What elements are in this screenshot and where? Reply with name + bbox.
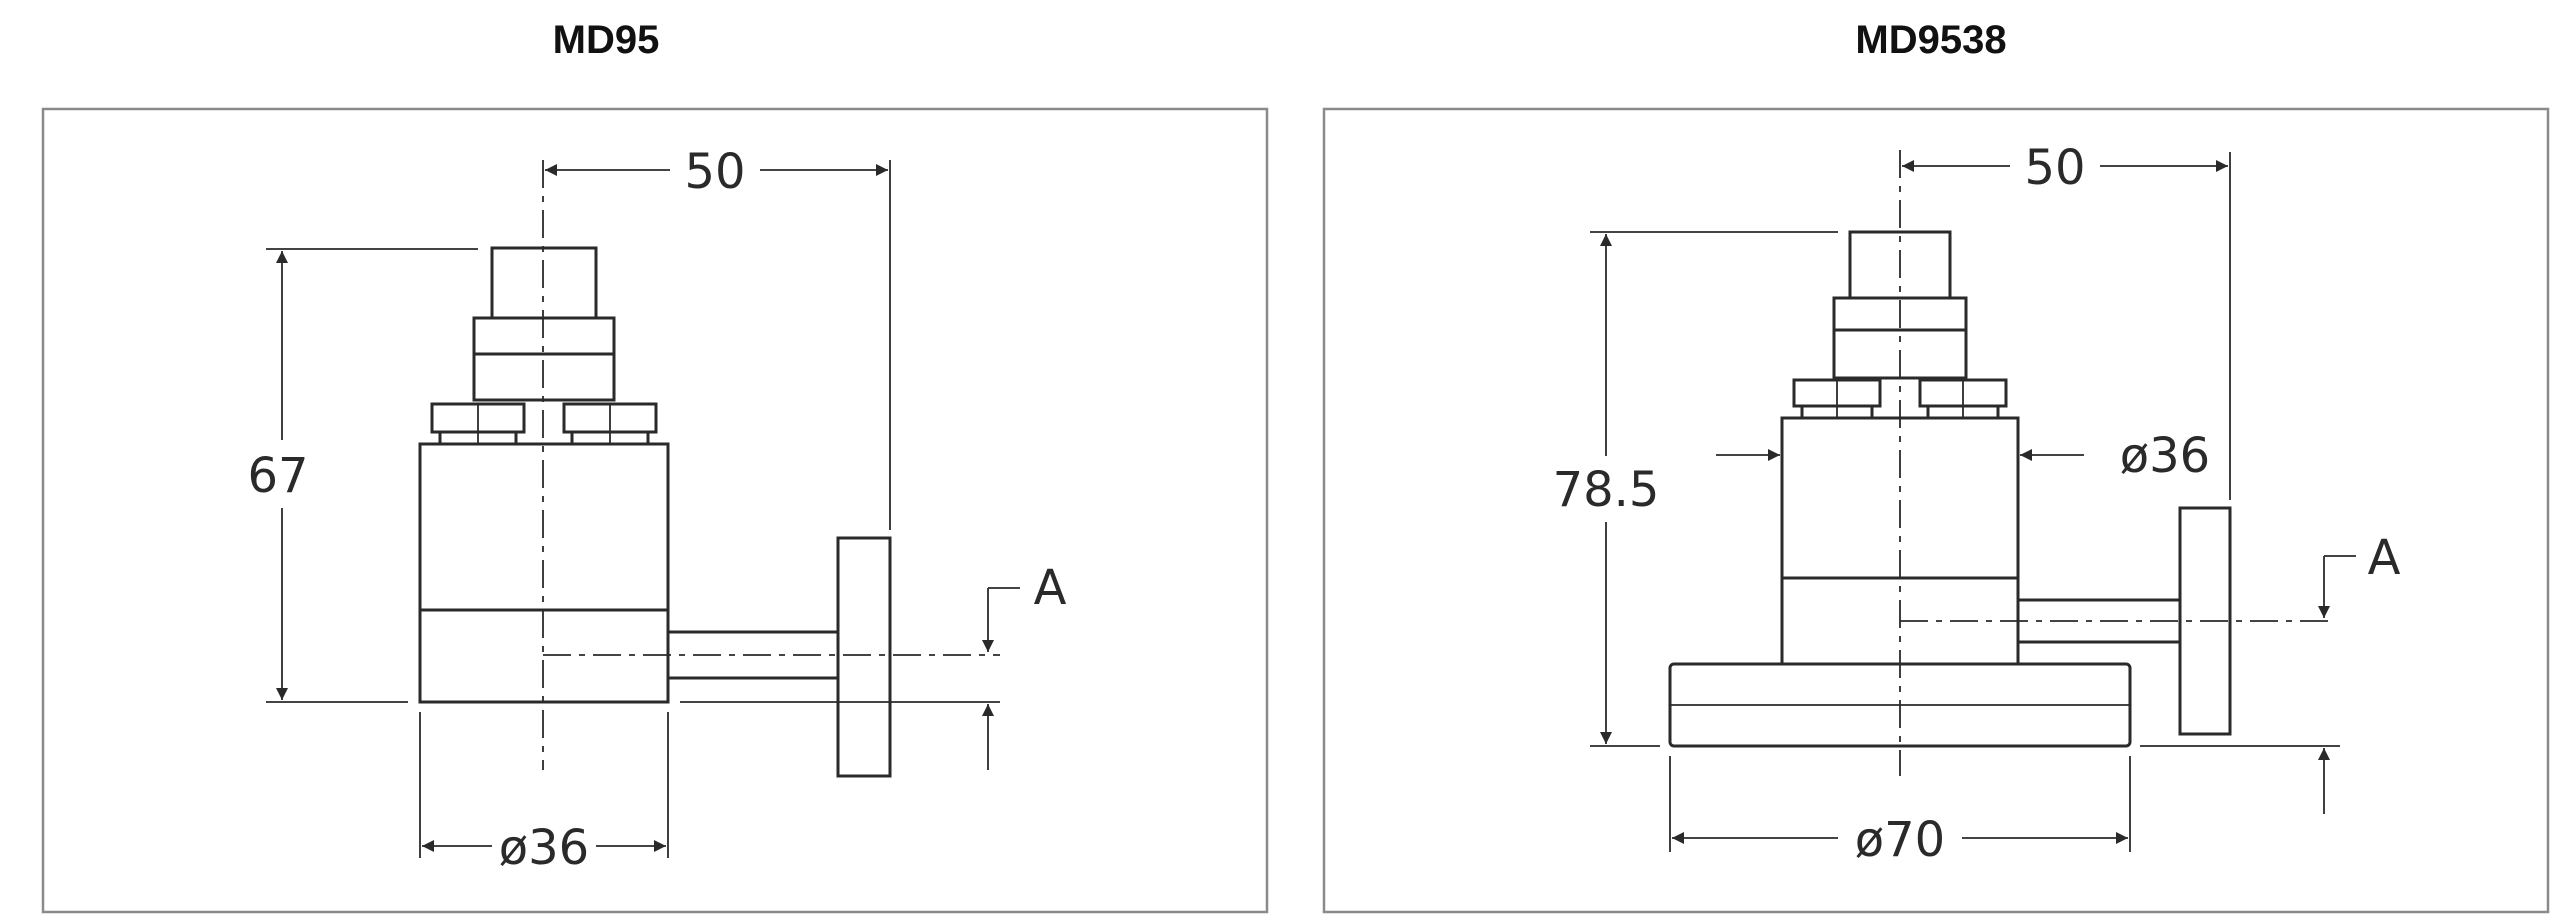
left-dim-67-label: 67: [247, 448, 308, 504]
right-dim-dia70-label: ø70: [1855, 812, 1945, 868]
left-dim-67: 67: [247, 248, 478, 703]
right-bolts: [1792, 378, 2008, 420]
left-body-upper: [418, 442, 670, 612]
left-datum-a-label: A: [1034, 560, 1067, 616]
left-flange: [836, 536, 892, 778]
right-dim-dia36-label: ø36: [2120, 428, 2210, 484]
right-datum-a-label: A: [2368, 530, 2401, 586]
right-dim-50: 50: [1902, 140, 2231, 500]
left-dim-dia36: ø36: [419, 712, 669, 876]
left-nut-lower: [472, 352, 616, 402]
right-datum-a: A: [2140, 530, 2401, 814]
right-drawing-title: MD9538: [1855, 18, 2007, 62]
left-datum-a: A: [680, 560, 1067, 770]
right-dim-50-label: 50: [2024, 140, 2085, 196]
left-dim-50: 50: [545, 144, 891, 530]
left-drawing-panel: 50 67 ø36 A: [41, 107, 1269, 914]
right-dim-78-5: 78.5: [1553, 231, 1838, 747]
left-dim-50-label: 50: [684, 144, 745, 200]
left-top-cap: [490, 246, 598, 322]
right-dim-78-5-label: 78.5: [1553, 462, 1660, 518]
left-dim-dia36-label: ø36: [499, 820, 589, 876]
left-body-lower: [418, 608, 670, 704]
left-nut-upper: [472, 316, 616, 358]
right-drawing-panel: 50 78.5 ø36 ø70: [1322, 107, 2550, 914]
left-bolts: [430, 402, 658, 446]
right-dim-dia70: ø70: [1669, 756, 2131, 868]
left-drawing-title: MD95: [552, 18, 660, 62]
right-dim-dia36: ø36: [1716, 428, 2210, 484]
